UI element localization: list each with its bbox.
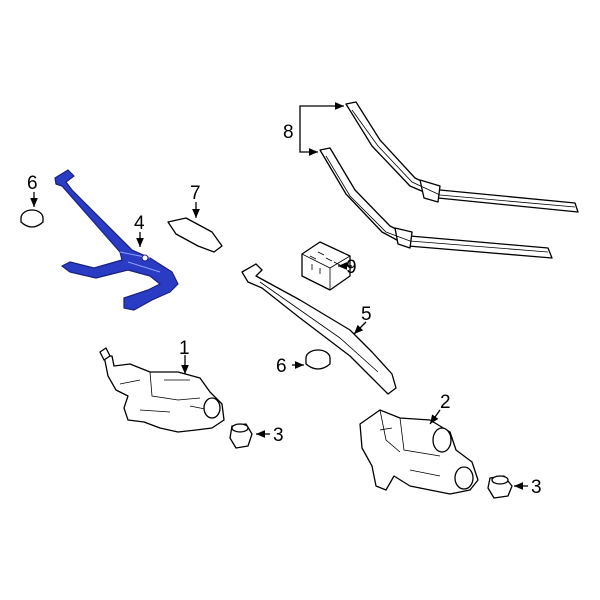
callout-6b: 6: [276, 356, 304, 377]
grommet-left[interactable]: [229, 423, 253, 449]
callout-9: 9: [338, 257, 357, 278]
wiper-motor-right[interactable]: [359, 409, 479, 495]
callout-label: 9: [346, 257, 357, 278]
callout-label: 7: [190, 183, 201, 204]
callout-label: 4: [134, 213, 145, 234]
callout-8: 8: [283, 102, 344, 156]
callout-2: 2: [429, 392, 451, 425]
wiper-arm[interactable]: [241, 263, 397, 395]
callout-label: 1: [179, 338, 190, 359]
cover[interactable]: [167, 217, 223, 253]
callout-label: 6: [27, 173, 38, 194]
callout-4: 4: [134, 213, 145, 247]
callout-5: 5: [353, 304, 372, 335]
callout-label: 3: [273, 425, 284, 446]
wiper-motor-left[interactable]: [99, 347, 225, 433]
callout-label: 2: [440, 392, 451, 413]
grommet-right[interactable]: [487, 475, 513, 499]
callout-7: 7: [190, 183, 201, 218]
callout-1: 1: [179, 338, 190, 374]
callout-6a: 6: [27, 173, 38, 207]
wiper-blade-lower[interactable]: [319, 147, 553, 259]
cap-center[interactable]: [305, 349, 331, 370]
relay[interactable]: [301, 241, 351, 291]
callout-label: 8: [283, 122, 294, 143]
callout-label: 3: [531, 477, 542, 498]
wiper-blade-upper[interactable]: [345, 101, 579, 213]
cap-left[interactable]: [20, 209, 44, 228]
callout-label: 5: [361, 304, 372, 325]
wiper-linkage[interactable]: [54, 169, 179, 311]
callout-label: 6: [276, 356, 287, 377]
callout-3b: 3: [514, 477, 542, 498]
callout-3a: 3: [256, 425, 284, 446]
